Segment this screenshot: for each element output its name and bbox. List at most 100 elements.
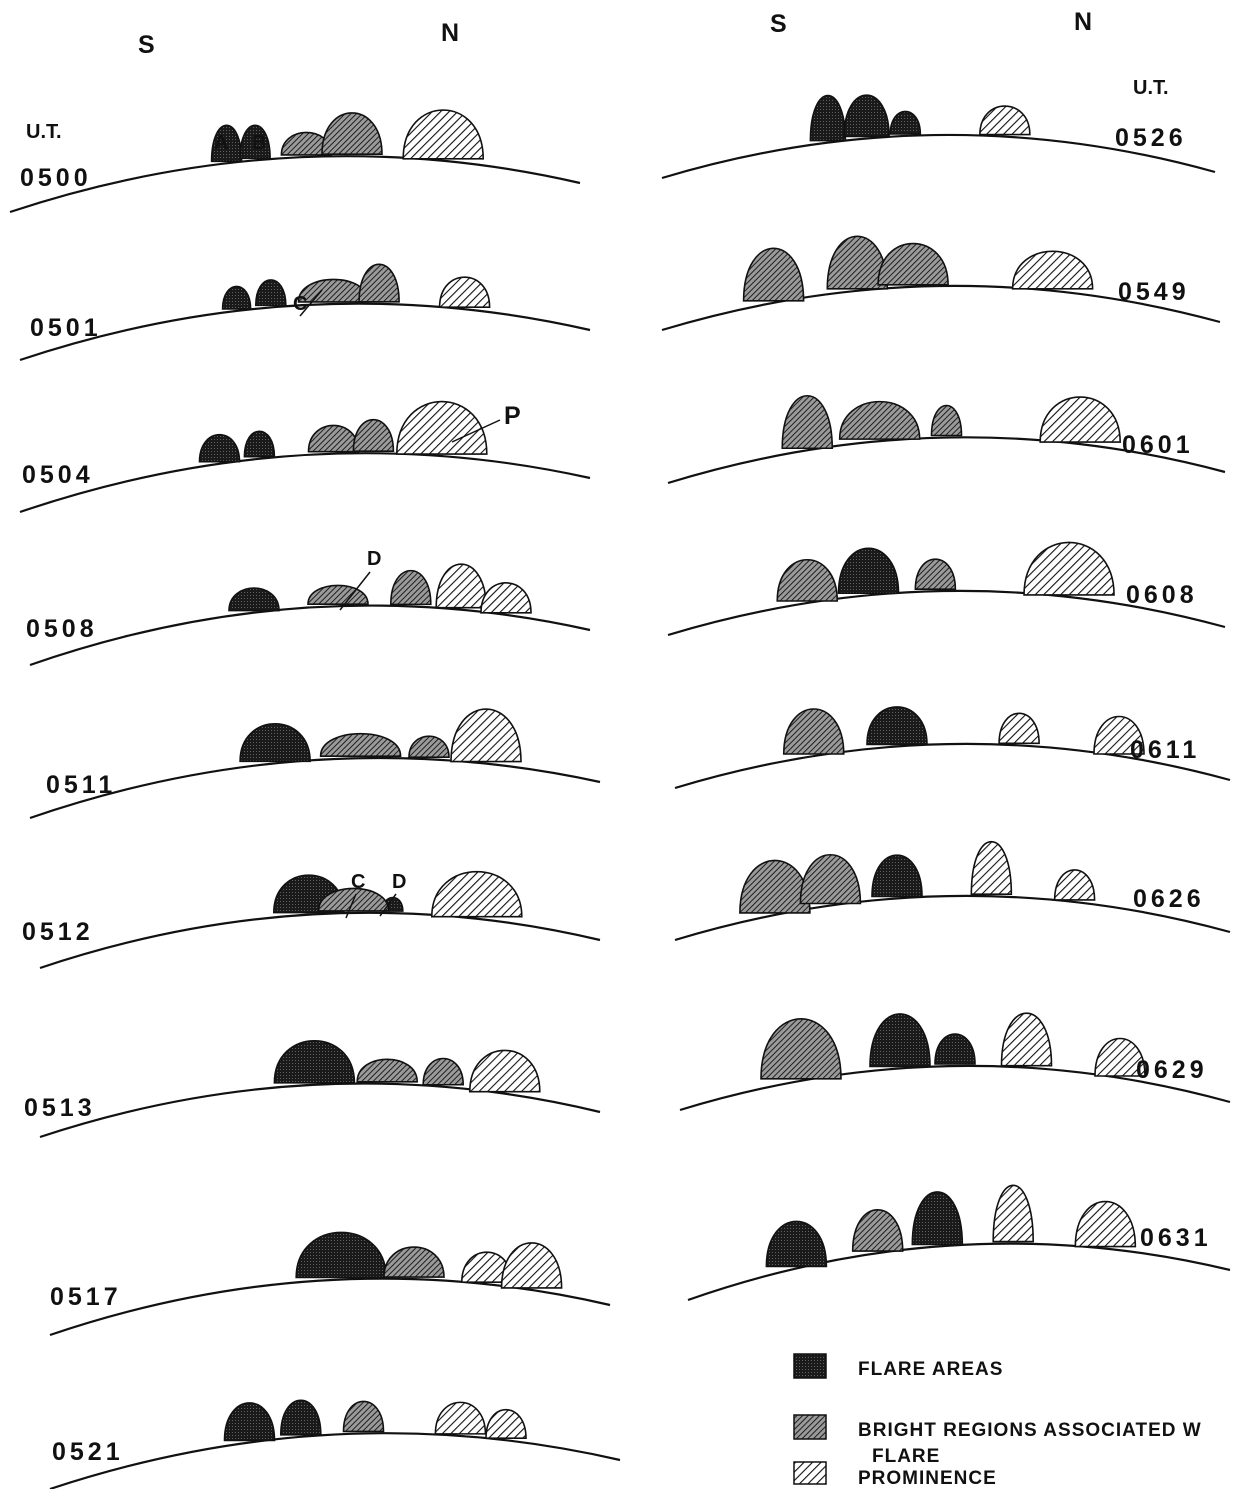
flare-region-0511-0 — [240, 724, 310, 762]
bright-region-0608-2 — [915, 559, 955, 589]
bright-region-0608-0 — [777, 560, 837, 601]
prom-region-0504-4 — [397, 402, 487, 455]
prom-region-0549-3 — [1013, 251, 1093, 288]
feature-label-c-0512: C — [351, 872, 365, 892]
flare-region-0521-1 — [281, 1400, 321, 1435]
prom-region-0611-2 — [999, 713, 1039, 743]
left-frame-0512 — [40, 872, 600, 968]
left-frame-0513 — [40, 1041, 600, 1137]
flare-region-0611-1 — [867, 707, 927, 745]
time-label-0549: 0549 — [1118, 280, 1190, 305]
flare-region-0631-0 — [766, 1221, 826, 1266]
bright-region-0601-2 — [932, 406, 962, 436]
flare-region-0526-0 — [810, 96, 845, 141]
bright-region-0504-2 — [309, 425, 359, 451]
bright-region-0508-2 — [391, 571, 431, 605]
prom-region-0521-4 — [486, 1410, 526, 1439]
legend-swatches — [794, 1354, 826, 1484]
bright-region-0511-1 — [321, 734, 401, 757]
bright-region-0504-3 — [353, 420, 393, 452]
time-label-0601: 0601 — [1122, 433, 1194, 458]
legend-bright-swatch — [794, 1415, 826, 1439]
flare-region-0608-1 — [839, 548, 899, 593]
time-label-0631: 0631 — [1140, 1226, 1212, 1251]
left-frame-0521 — [50, 1400, 620, 1489]
legend-flare-label: FLARE AREAS — [858, 1360, 1003, 1379]
left-frame-0517 — [50, 1232, 610, 1335]
left-south-label: S — [138, 33, 155, 58]
solar-limb-0508 — [30, 606, 590, 665]
flare-region-0629-1 — [870, 1014, 930, 1067]
prom-region-0521-3 — [435, 1402, 485, 1434]
feature-label-d-0508: D — [367, 549, 381, 569]
flare-region-0501-1 — [256, 280, 286, 306]
bright-region-0513-1 — [357, 1059, 417, 1082]
time-label-0513: 0513 — [24, 1096, 96, 1121]
prom-region-0631-4 — [1075, 1202, 1135, 1247]
bright-region-0517-1 — [384, 1247, 444, 1277]
flare-region-0508-0 — [229, 588, 279, 611]
bright-region-0601-1 — [840, 402, 920, 440]
flare-region-0517-0 — [296, 1232, 386, 1277]
bright-region-0521-2 — [344, 1401, 384, 1431]
time-label-0526: 0526 — [1115, 126, 1187, 151]
left-frame-0508 — [30, 564, 590, 665]
prom-region-0626-3 — [971, 842, 1011, 895]
right-north-label: N — [1074, 10, 1092, 35]
flare-region-0513-0 — [274, 1041, 354, 1083]
solar-limb-0500 — [10, 156, 580, 212]
time-label-0521: 0521 — [52, 1440, 124, 1465]
right-south-label: S — [770, 12, 787, 37]
legend-flare-swatch — [794, 1354, 826, 1378]
flare-region-0501-0 — [223, 286, 251, 309]
feature-label-p: P — [504, 404, 521, 429]
bright-region-0629-0 — [761, 1019, 841, 1079]
bright-region-0631-1 — [853, 1210, 903, 1251]
bright-region-0501-2 — [299, 279, 369, 302]
left-ut-label: U.T. — [26, 122, 62, 142]
right-ut-label: U.T. — [1133, 78, 1169, 98]
prom-region-0512-3 — [432, 872, 522, 917]
prom-region-0513-3 — [470, 1050, 540, 1091]
bright-region-0501-3 — [359, 264, 399, 302]
solar-limb-0512 — [40, 913, 600, 968]
time-label-0501: 0501 — [30, 316, 102, 341]
bright-region-0626-1 — [800, 855, 860, 904]
left-frame-0500 — [10, 110, 580, 212]
feature-label-a: A — [214, 133, 228, 153]
prom-region-0631-3 — [993, 1185, 1033, 1241]
bright-region-0626-0 — [740, 860, 810, 913]
prom-region-0508-4 — [481, 583, 531, 613]
feature-label-d-0512: D — [392, 872, 406, 892]
prom-region-0629-3 — [1002, 1013, 1052, 1065]
prom-region-0511-3 — [451, 709, 521, 762]
legend-prominence-swatch — [794, 1462, 826, 1484]
time-label-0608: 0608 — [1126, 583, 1198, 608]
feature-label-c-0501: C — [293, 294, 307, 314]
solar-limb-0521 — [50, 1433, 620, 1489]
time-label-0626: 0626 — [1133, 887, 1205, 912]
bright-region-0549-0 — [744, 248, 804, 300]
time-label-0508: 0508 — [26, 617, 98, 642]
prom-region-0500-4 — [403, 110, 483, 159]
prom-region-0601-3 — [1040, 397, 1120, 442]
time-label-0611: 0611 — [1130, 738, 1200, 763]
flare-region-0629-2 — [935, 1034, 975, 1064]
time-label-0504: 0504 — [22, 463, 94, 488]
bright-region-0500-3 — [322, 113, 382, 154]
legend-bright-label: BRIGHT REGIONS ASSOCIATED W — [858, 1421, 1202, 1440]
bright-region-0508-1 — [308, 585, 368, 604]
bright-region-0511-2 — [409, 736, 449, 757]
time-label-0511: 0511 — [46, 773, 116, 798]
flare-region-0504-1 — [244, 431, 274, 457]
flare-region-0526-1 — [844, 95, 889, 136]
feature-label-b: B — [252, 133, 266, 153]
prom-region-0608-3 — [1024, 542, 1114, 595]
legend-bright-label-line2: FLARE — [872, 1447, 940, 1466]
prom-region-0626-4 — [1055, 870, 1095, 900]
bright-region-0549-2 — [878, 244, 948, 285]
time-label-0517: 0517 — [50, 1285, 122, 1310]
flare-region-0521-0 — [225, 1403, 275, 1441]
prom-region-0526-3 — [980, 106, 1030, 135]
